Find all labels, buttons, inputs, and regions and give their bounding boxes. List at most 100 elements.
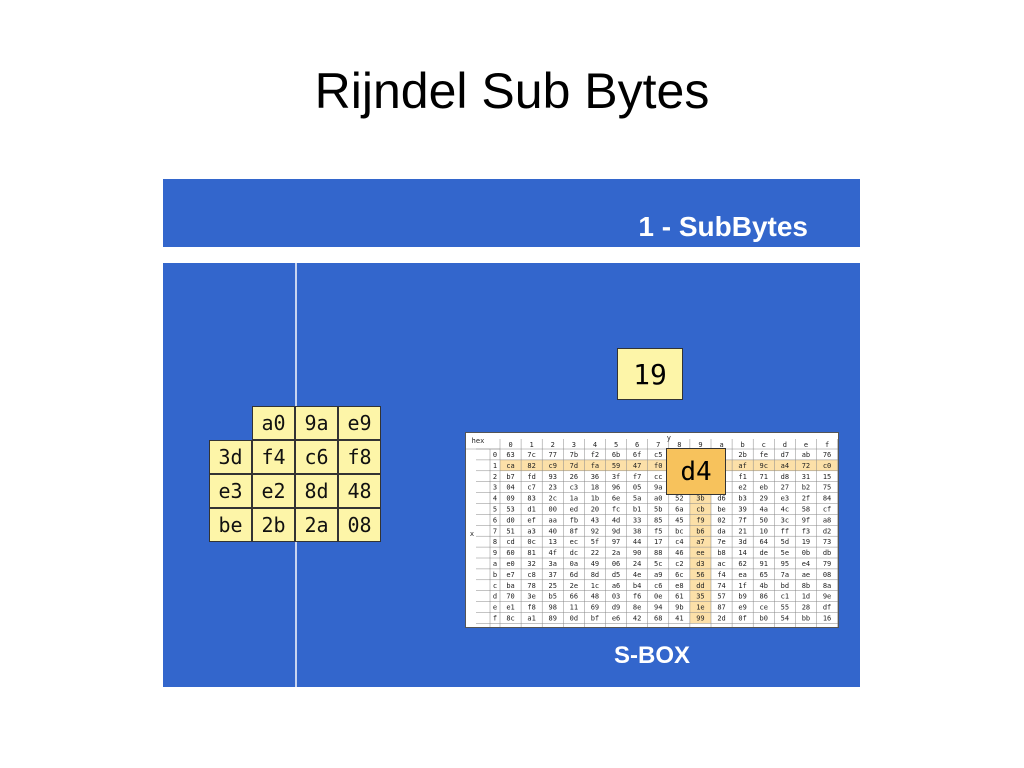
sbox-cell: f1 bbox=[738, 473, 746, 481]
sbox-cell: 46 bbox=[675, 549, 683, 557]
sbox-cell: 78 bbox=[527, 582, 535, 590]
sbox-cell: 31 bbox=[802, 473, 810, 481]
sbox-cell: a6 bbox=[612, 582, 620, 590]
sbox-cell: 92 bbox=[591, 527, 599, 535]
sbox-cell: 3d bbox=[738, 538, 746, 546]
sbox-cell: 51 bbox=[506, 527, 514, 535]
sbox-row-header: 2 bbox=[493, 473, 497, 481]
sbox-highlight-col-cell bbox=[689, 536, 711, 548]
sbox-cell: ff bbox=[781, 527, 789, 535]
sbox-cell: 42 bbox=[633, 615, 641, 623]
sbox-cell: bc bbox=[675, 527, 683, 535]
state-cell: 9a bbox=[295, 406, 338, 440]
sbox-cell: 6d bbox=[570, 571, 578, 579]
sbox-cell: 5f bbox=[591, 538, 599, 546]
sbox-highlight-col-cell bbox=[689, 514, 711, 526]
sbox-cell: 57 bbox=[717, 593, 725, 601]
sbox-cell: 59 bbox=[612, 462, 620, 470]
sbox-row-header: 1 bbox=[493, 462, 497, 470]
sbox-cell: 3f bbox=[612, 473, 620, 481]
sbox-cell: da bbox=[717, 527, 725, 535]
sbox-cell: 58 bbox=[802, 506, 810, 514]
sbox-cell: db bbox=[823, 549, 831, 557]
sbox-cell: 48 bbox=[591, 593, 599, 601]
sbox-cell: a8 bbox=[823, 516, 831, 524]
sbox-highlight-col-cell bbox=[689, 579, 711, 591]
sbox-cell: 65 bbox=[760, 571, 768, 579]
sbox-cell: 24 bbox=[633, 560, 641, 568]
sbox-cell: 6c bbox=[675, 571, 683, 579]
sbox-cell: df bbox=[823, 604, 831, 612]
sbox-cell: a0 bbox=[654, 495, 662, 503]
sbox-highlight-row-cell bbox=[563, 459, 585, 471]
sbox-cell: d8 bbox=[781, 473, 789, 481]
sbox-highlight-row-cell bbox=[647, 459, 669, 471]
sbox-cell: c9 bbox=[549, 462, 557, 470]
sbox-cell: c4 bbox=[675, 538, 683, 546]
state-cell: be bbox=[209, 508, 252, 542]
sbox-cell: 22 bbox=[591, 549, 599, 557]
sbox-cell: 5b bbox=[654, 506, 662, 514]
sbox-highlight-row-cell bbox=[626, 459, 648, 471]
sbox-cell: ce bbox=[760, 604, 768, 612]
sbox-row-header: d bbox=[493, 593, 497, 601]
sbox-cell: cc bbox=[654, 473, 662, 481]
sbox-highlight-row-cell bbox=[774, 459, 796, 471]
sbox-cell: fc bbox=[612, 506, 620, 514]
header-band bbox=[163, 179, 860, 247]
sbox-cell: fa bbox=[591, 462, 599, 470]
sbox-cell: 97 bbox=[612, 538, 620, 546]
state-cell: c6 bbox=[295, 440, 338, 474]
sbox-cell: 79 bbox=[823, 560, 831, 568]
sbox-cell: d7 bbox=[781, 451, 789, 459]
sbox-cell: 00 bbox=[549, 506, 557, 514]
sbox-cell: 0e bbox=[654, 593, 662, 601]
sbox-row-header: 3 bbox=[493, 484, 497, 492]
sbox-col-header: e bbox=[804, 441, 808, 449]
sbox-cell: 85 bbox=[654, 516, 662, 524]
sbox-cell: 69 bbox=[591, 604, 599, 612]
sbox-cell: 0c bbox=[527, 538, 535, 546]
sbox-cell: 5c bbox=[654, 560, 662, 568]
sbox-cell: 0f bbox=[738, 615, 746, 623]
sbox-cell: 26 bbox=[570, 473, 578, 481]
sbox-cell: 05 bbox=[633, 484, 641, 492]
state-cell: e2 bbox=[252, 474, 295, 508]
state-cell: 3d bbox=[209, 440, 252, 474]
sbox-cell: 7b bbox=[570, 451, 578, 459]
sbox-col-header: d bbox=[783, 441, 787, 449]
sbox-cell: 1e bbox=[696, 604, 704, 612]
sbox-cell: a9 bbox=[654, 571, 662, 579]
sbox-cell: 9c bbox=[760, 462, 768, 470]
sbox-row-header: 6 bbox=[493, 516, 497, 524]
sbox-cell: 63 bbox=[506, 451, 514, 459]
sbox-cell: 74 bbox=[717, 582, 725, 590]
sbox-highlight-row-cell bbox=[732, 459, 754, 471]
sbox-cell: d1 bbox=[527, 506, 535, 514]
sbox-cell: b2 bbox=[802, 484, 810, 492]
sbox-cell: b6 bbox=[696, 527, 704, 535]
sbox-cell: 8d bbox=[591, 571, 599, 579]
sbox-col-header: 5 bbox=[614, 441, 618, 449]
sbox-col-header: f bbox=[825, 441, 829, 449]
sbox-cell: 96 bbox=[612, 484, 620, 492]
sbox-cell: c2 bbox=[675, 560, 683, 568]
sbox-corner-label: hex bbox=[472, 437, 485, 445]
sbox-cell: 99 bbox=[696, 615, 704, 623]
sbox-cell: 6a bbox=[675, 506, 683, 514]
sbox-cell: 64 bbox=[760, 538, 768, 546]
sbox-cell: 15 bbox=[823, 473, 831, 481]
sbox-cell: 06 bbox=[612, 560, 620, 568]
sbox-cell: dc bbox=[570, 549, 578, 557]
sbox-cell: 1f bbox=[738, 582, 746, 590]
state-cell: e3 bbox=[209, 474, 252, 508]
sbox-cell: 73 bbox=[823, 538, 831, 546]
sbox-cell: 4c bbox=[781, 506, 789, 514]
sbox-cell: 72 bbox=[802, 462, 810, 470]
sbox-highlight-col-cell bbox=[689, 503, 711, 515]
sbox-col-header: 8 bbox=[677, 441, 681, 449]
sbox-cell: ac bbox=[717, 560, 725, 568]
sbox-cell: 55 bbox=[781, 604, 789, 612]
sbox-cell: b0 bbox=[760, 615, 768, 623]
sbox-cell: 20 bbox=[591, 506, 599, 514]
